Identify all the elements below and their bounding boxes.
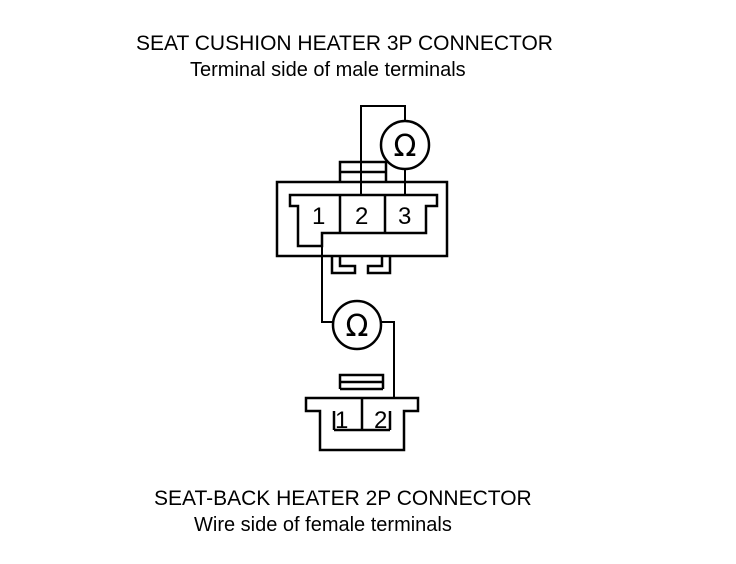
back-connector-subtitle: Wire side of female terminals — [194, 514, 452, 536]
ohmmeter-icon — [331, 299, 383, 351]
back-pin-1: 1 — [335, 407, 348, 434]
cushion-connector-title: SEAT CUSHION HEATER 3P CONNECTOR — [136, 32, 553, 55]
cushion-pin-3: 3 — [398, 203, 411, 230]
cushion-pin-2: 2 — [355, 203, 368, 230]
ohm-symbol: Ω — [394, 129, 417, 164]
cushion-connector-subtitle: Terminal side of male terminals — [190, 59, 466, 81]
cushion-3p-connector: 1 2 3 — [275, 160, 449, 275]
back-connector-title: SEAT-BACK HEATER 2P CONNECTOR — [154, 487, 532, 510]
ohmmeter-top: Ω — [360, 105, 431, 195]
connector-body — [304, 396, 420, 452]
back-2p-connector: 1 2 — [304, 373, 420, 452]
ohmmeter-bottom: Ω — [321, 246, 395, 398]
cushion-pin-1: 1 — [312, 203, 325, 230]
back-pin-2: 2 — [374, 407, 387, 434]
ohm-symbol: Ω — [346, 309, 369, 344]
